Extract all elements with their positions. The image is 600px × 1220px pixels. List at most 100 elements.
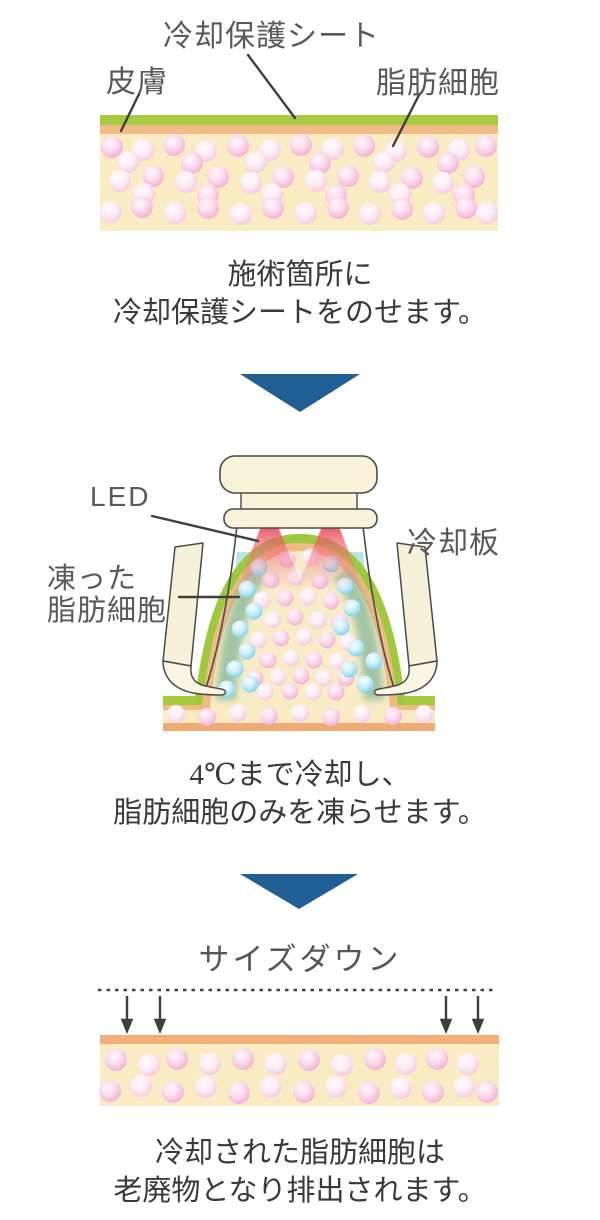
fat-cell — [197, 197, 219, 219]
dome-cell-group — [218, 548, 383, 701]
fat-cell — [100, 201, 122, 223]
label-fat-cells: 脂肪細胞 — [376, 67, 500, 100]
fat-cell — [455, 197, 477, 219]
fat-cell — [304, 683, 322, 701]
fat-cell — [138, 1054, 160, 1076]
cooling-plate-panel-left — [162, 542, 204, 667]
fat-cell — [276, 589, 294, 607]
fat-cell — [309, 152, 331, 174]
applicator-handle — [219, 455, 378, 529]
label-cooling-sheet: 冷却保護シート — [163, 20, 380, 53]
fat-cell — [322, 708, 340, 726]
caption-line: 4℃まで冷却し、 — [189, 759, 411, 791]
frozen-fat-cell — [245, 602, 263, 620]
fat-cell — [228, 1082, 250, 1104]
label-frozen-fat-line2: 脂肪細胞 — [47, 595, 168, 627]
fat-cell — [167, 705, 185, 723]
fat-cell — [364, 1048, 386, 1070]
fat-cell — [373, 151, 395, 173]
fat-cell — [293, 1081, 315, 1103]
fat-cell — [415, 705, 433, 723]
step2-caption: 4℃まで冷却し、 脂肪細胞のみを凍らせます。 — [0, 756, 600, 832]
frozen-fat-cell — [332, 618, 350, 636]
frozen-fat-cell — [226, 660, 244, 678]
frozen-fat-cell — [343, 599, 361, 617]
step1-skin-diagram — [100, 53, 498, 231]
fat-cell — [263, 611, 281, 629]
fat-cell — [290, 134, 312, 156]
fat-cell — [181, 152, 203, 174]
fat-cell — [195, 1076, 217, 1098]
chamber-wall-left — [205, 525, 238, 689]
fat-cell — [162, 1081, 184, 1103]
leader-lines — [150, 514, 260, 599]
caption-line: 脂肪細胞のみを凍らせます。 — [113, 797, 487, 829]
fat-cell — [249, 631, 267, 649]
fat-cell — [463, 166, 485, 188]
fat-cell — [262, 197, 284, 219]
fat-cell — [229, 704, 247, 722]
step3-sizedown-diagram — [98, 988, 499, 1106]
fat-cell — [101, 136, 123, 158]
fat-cell — [163, 134, 185, 156]
fat-cell — [315, 669, 333, 687]
fat-cell — [130, 1075, 152, 1097]
fat-cell — [322, 592, 340, 610]
caption-line: 老廃物となり排出されます。 — [113, 1175, 487, 1207]
fat-cell — [99, 1080, 121, 1102]
fat-cell — [384, 707, 402, 725]
frozen-fat-cell — [238, 642, 256, 660]
applicator-arms — [162, 542, 438, 696]
fat-cell — [232, 1048, 254, 1070]
fat-cell — [227, 135, 249, 157]
fat-cell — [142, 165, 164, 187]
fat-cell — [322, 138, 344, 160]
frozen-fat-cell — [365, 652, 383, 670]
fat-cell — [298, 1049, 320, 1071]
fat-cell — [309, 611, 327, 629]
fat-cell — [117, 151, 139, 173]
fat-cell — [327, 683, 345, 701]
fat-cell — [105, 1049, 127, 1071]
deep-skin-layer — [163, 723, 435, 731]
fat-cell — [259, 651, 277, 669]
step3-title: サイズダウン — [198, 942, 402, 977]
led-leader-line — [150, 514, 260, 543]
fat-cell — [282, 649, 300, 667]
led-light-cones — [237, 524, 363, 588]
fat-cell — [476, 202, 498, 224]
fat-cell — [291, 704, 309, 722]
caption-line: 冷却された脂肪細胞は — [154, 1137, 445, 1169]
fat-cell — [299, 588, 317, 606]
fat-cell-group — [99, 1048, 498, 1104]
fat-cell — [265, 1053, 287, 1075]
handle-knob — [219, 455, 378, 494]
fat-cell-group — [100, 134, 498, 225]
chamber-walls — [205, 525, 395, 689]
fat-cell — [318, 631, 336, 649]
led-cone-icon — [297, 524, 363, 588]
fat-cell — [166, 1048, 188, 1070]
led-cone-icon — [237, 524, 303, 588]
handle-collar — [223, 508, 378, 529]
frozen-fat-cell — [347, 639, 365, 657]
sheet-leader-line — [246, 53, 297, 120]
fat-cell — [305, 651, 323, 669]
fat-cell — [281, 682, 299, 700]
fat-cell — [164, 202, 186, 224]
fat-cell — [457, 1053, 479, 1075]
leader-lines — [119, 53, 421, 148]
frozen-fat-cell — [231, 620, 249, 638]
fat-cell — [426, 1048, 448, 1070]
frozen-fat-cell — [340, 660, 358, 678]
fat-cell — [423, 202, 445, 224]
fat-cell — [245, 151, 267, 173]
fat-cell — [475, 135, 497, 157]
fat-cell — [230, 203, 252, 225]
fat-cell — [305, 170, 327, 192]
fat-cell — [337, 165, 359, 187]
base-cell-group — [167, 704, 433, 726]
fat-cell — [272, 166, 294, 188]
fat-cell — [327, 197, 349, 219]
